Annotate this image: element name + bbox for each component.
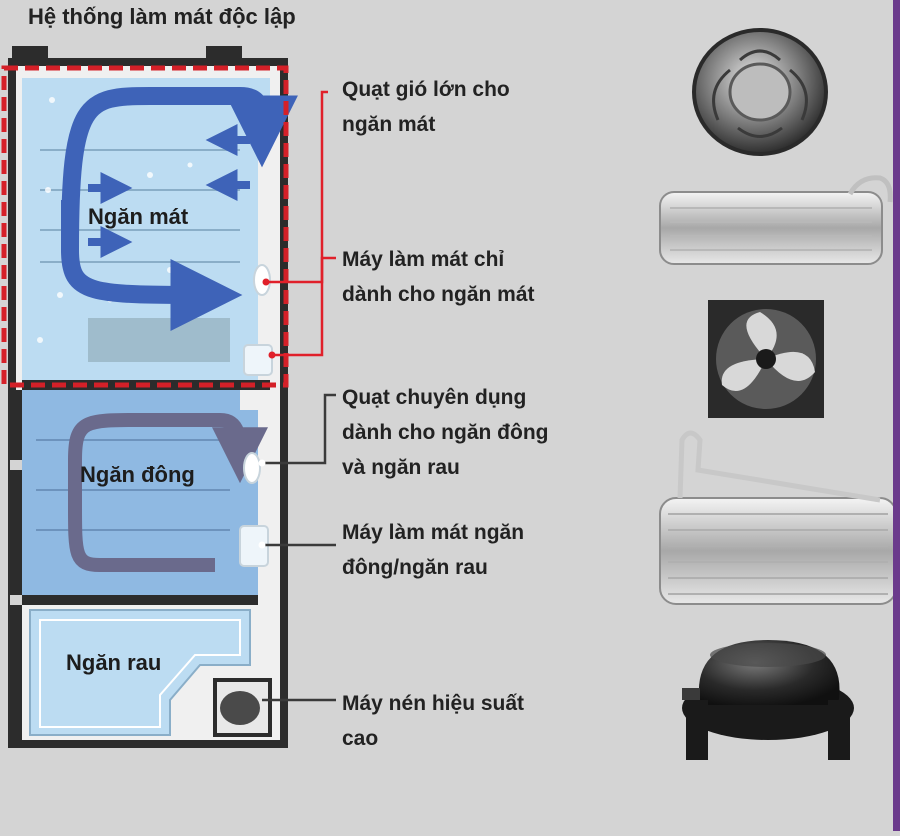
freezer-airflow xyxy=(68,413,268,572)
component-markers xyxy=(239,264,273,567)
callout-line: Máy làm mát ngăn xyxy=(342,521,525,544)
callout-line: Quạt chuyên dụng xyxy=(342,386,527,409)
large-evaporator-coil-icon xyxy=(659,430,897,605)
callout-large-fan: Quạt gió lớn cho ngăn mát xyxy=(342,72,510,142)
callout-fridge-cooler: Máy làm mát chỉ dành cho ngăn mát xyxy=(342,242,535,312)
callout-line: cao xyxy=(342,727,379,750)
callout-line: Máy nén hiệu suất xyxy=(342,692,525,715)
diagram-title: Hệ thống làm mát độc lập xyxy=(28,4,296,29)
square-fan-icon xyxy=(708,300,824,418)
callout-line: dành cho ngăn đông xyxy=(342,421,549,444)
callout-line: đông/ngăn rau xyxy=(342,556,488,579)
vegetable-compartment-label: Ngăn rau xyxy=(66,650,162,675)
callout-line: dành cho ngăn mát xyxy=(342,283,535,306)
compressor-marker-icon xyxy=(220,691,260,725)
fridge-compartment-label: Ngăn mát xyxy=(88,204,189,229)
callout-line: Máy làm mát chỉ xyxy=(342,248,505,271)
callout-dedicated-fan: Quạt chuyên dụng dành cho ngăn đông và n… xyxy=(342,380,548,485)
callout-line: và ngăn rau xyxy=(342,456,460,479)
callout-compressor: Máy nén hiệu suất cao xyxy=(342,686,524,756)
large-fan-icon xyxy=(692,28,828,156)
compressor-icon xyxy=(682,640,854,760)
callout-freezer-cooler: Máy làm mát ngăn đông/ngăn rau xyxy=(342,515,524,585)
freezer-compartment-label: Ngăn đông xyxy=(80,462,195,487)
vegetable-compartment xyxy=(22,595,272,737)
fridge-system-outline xyxy=(1,65,289,388)
leader-lines xyxy=(258,90,336,702)
callout-line: ngăn mát xyxy=(342,113,436,136)
evaporator-coil-icon xyxy=(659,175,893,265)
fridge-airflow xyxy=(61,87,298,331)
callout-line: Quạt gió lớn cho xyxy=(342,78,510,101)
